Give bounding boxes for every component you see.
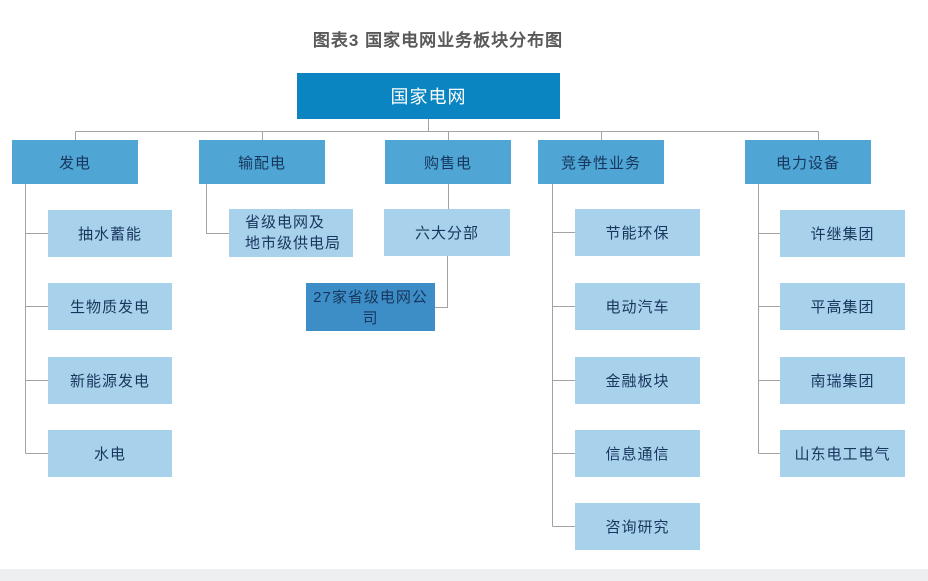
node-biomass-power: 生物质发电 — [48, 283, 172, 330]
node-state-grid: 国家电网 — [297, 73, 560, 119]
node-xuji-group: 许继集团 — [780, 210, 905, 257]
node-energy-saving-environmental: 节能环保 — [575, 209, 700, 256]
node-competitive-business: 竞争性业务 — [538, 140, 664, 184]
node-finance-segment: 金融板块 — [575, 357, 700, 404]
bottom-strip — [0, 569, 928, 581]
node-info-communication: 信息通信 — [575, 430, 700, 477]
node-consulting-research: 咨询研究 — [575, 503, 700, 550]
node-electric-vehicles: 电动汽车 — [575, 283, 700, 330]
node-provincial-grid-bureaus: 省级电网及 地市级供电局 — [229, 209, 353, 257]
node-pumped-storage: 抽水蓄能 — [48, 210, 172, 257]
node-power-equipment: 电力设备 — [745, 140, 871, 184]
node-new-energy-power: 新能源发电 — [48, 357, 172, 404]
node-pinggao-group: 平高集团 — [780, 283, 905, 330]
figure-title: 图表3 国家电网业务板块分布图 — [312, 31, 564, 50]
node-power-purchase-sale: 购售电 — [385, 140, 511, 184]
node-label-line1: 省级电网及 — [245, 214, 326, 231]
node-six-divisions: 六大分部 — [384, 209, 510, 256]
node-27-provincial-grid-companies: 27家省级电网公司 — [306, 283, 435, 331]
node-power-generation: 发电 — [12, 140, 138, 184]
node-label-line2: 地市级供电局 — [245, 235, 342, 252]
node-nari-group: 南瑞集团 — [780, 357, 905, 404]
node-shandong-electrical: 山东电工电气 — [780, 430, 905, 477]
node-transmission-distribution: 输配电 — [199, 140, 325, 184]
node-hydropower: 水电 — [48, 430, 172, 477]
